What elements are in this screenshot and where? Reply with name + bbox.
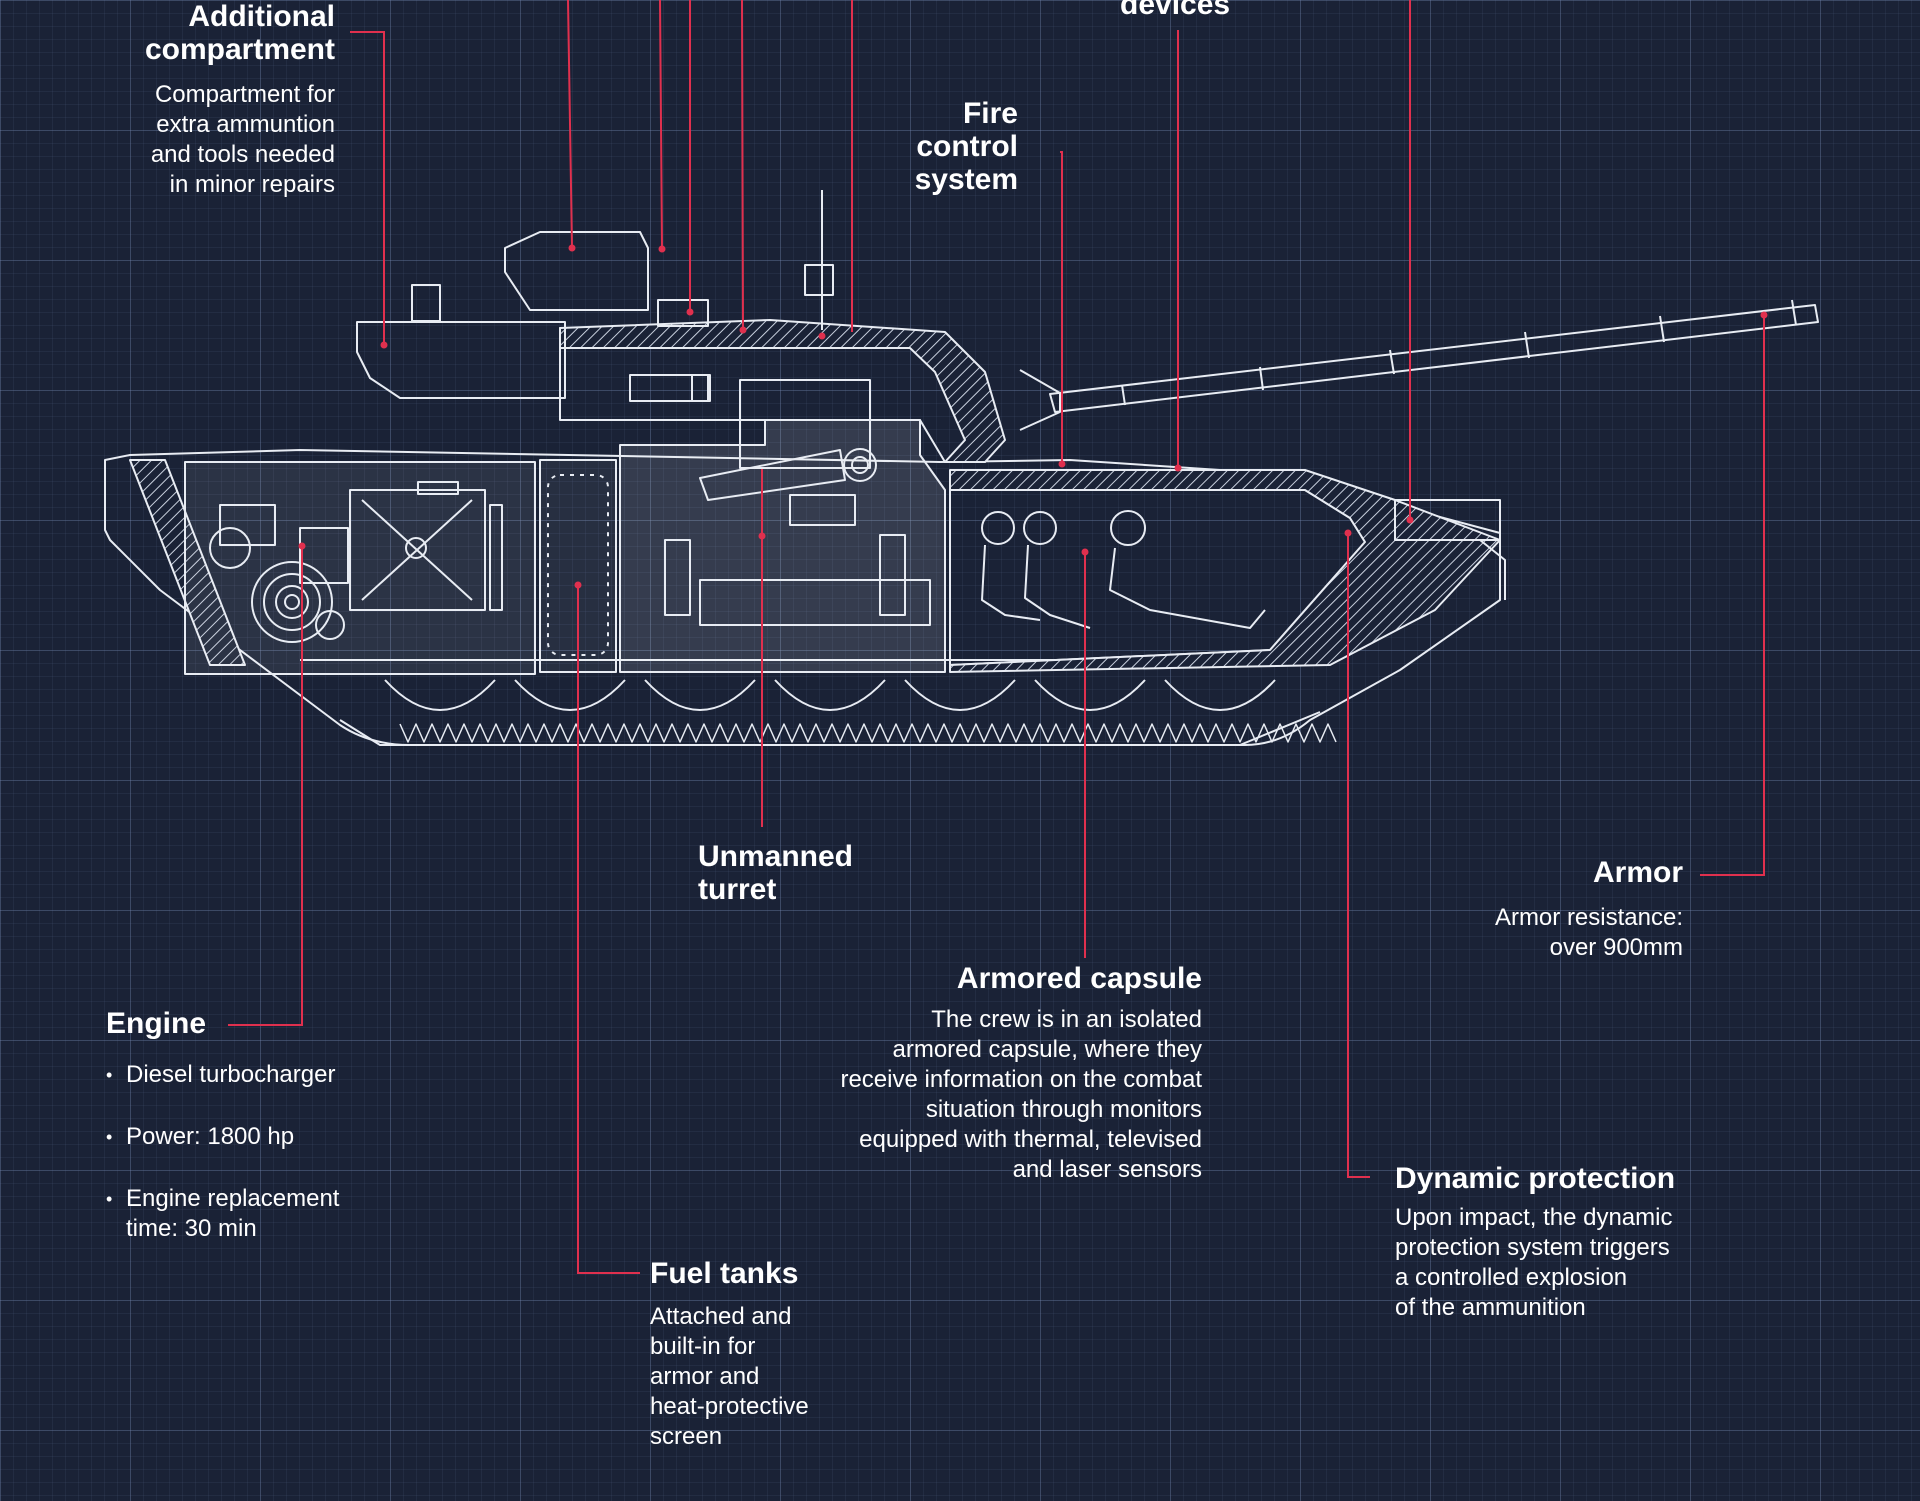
track-teeth	[399, 723, 1337, 743]
dynamic-protection-description: Upon impact, the dynamic protection syst…	[1395, 1204, 1673, 1321]
rear-armor-plate	[129, 459, 246, 666]
additional-compartment-label: Additional compartment Compartment for e…	[145, 0, 335, 200]
engine-bullets: Diesel turbocharger Power: 1800 hp Engin…	[106, 1060, 339, 1244]
fuel-tanks-description: Attached and built-in for armor and heat…	[650, 1303, 809, 1450]
additional-compartment	[356, 321, 566, 399]
front-hull-armor	[949, 469, 1501, 673]
armored-capsule-title: Armored capsule	[956, 962, 1202, 995]
armor-title: Armor	[1592, 856, 1683, 889]
road-wheels	[384, 679, 1276, 711]
armor-description: Armor resistance: over 900mm	[1494, 904, 1683, 961]
antenna-mount	[804, 264, 834, 296]
armored-capsule-description: The crew is in an isolated armored capsu…	[840, 1006, 1202, 1183]
unmanned-turret-label: Unmanned turret	[698, 840, 854, 906]
leader-dots	[298, 244, 1768, 589]
engine-bullet: Engine replacement time: 30 min	[106, 1184, 339, 1244]
leader-lines	[228, 0, 1765, 1274]
sight-mount	[657, 299, 709, 327]
fire-control-label: Fire control system	[914, 97, 1018, 196]
engine-bullet: Diesel turbocharger	[106, 1060, 339, 1090]
turret-compartment	[619, 419, 946, 673]
turret-roof-armor	[559, 319, 1006, 463]
crew-figures	[981, 510, 1266, 629]
turret-box	[739, 379, 871, 469]
gun-barrel	[1019, 304, 1819, 431]
additional-compartment-title: Additional compartment	[144, 0, 335, 66]
fuel-tank	[547, 474, 609, 656]
engine-label: Engine Diesel turbocharger Power: 1800 h…	[106, 1007, 339, 1276]
engine-wheel	[251, 561, 333, 643]
armored-capsule-label: Armored capsule The crew is in an isolat…	[840, 962, 1202, 1185]
fuel-tanks-label: Fuel tanks Attached and built-in for arm…	[650, 1257, 809, 1452]
commander-sight	[504, 231, 649, 311]
engine-bullet: Power: 1800 hp	[106, 1122, 339, 1152]
engine-title: Engine	[106, 1007, 207, 1040]
dynamic-protection-title: Dynamic protection	[1395, 1162, 1676, 1195]
armor-label: Armor Armor resistance: over 900mm	[1495, 856, 1683, 963]
fuel-tanks-title: Fuel tanks	[650, 1257, 799, 1290]
devices-label: devices	[1120, 0, 1231, 21]
additional-compartment-description: Compartment for extra ammuntion and tool…	[150, 81, 335, 198]
dynamic-protection-label: Dynamic protection Upon impact, the dyna…	[1395, 1162, 1675, 1323]
engine-compartment	[184, 461, 536, 675]
barrel-rings	[1121, 299, 1797, 406]
